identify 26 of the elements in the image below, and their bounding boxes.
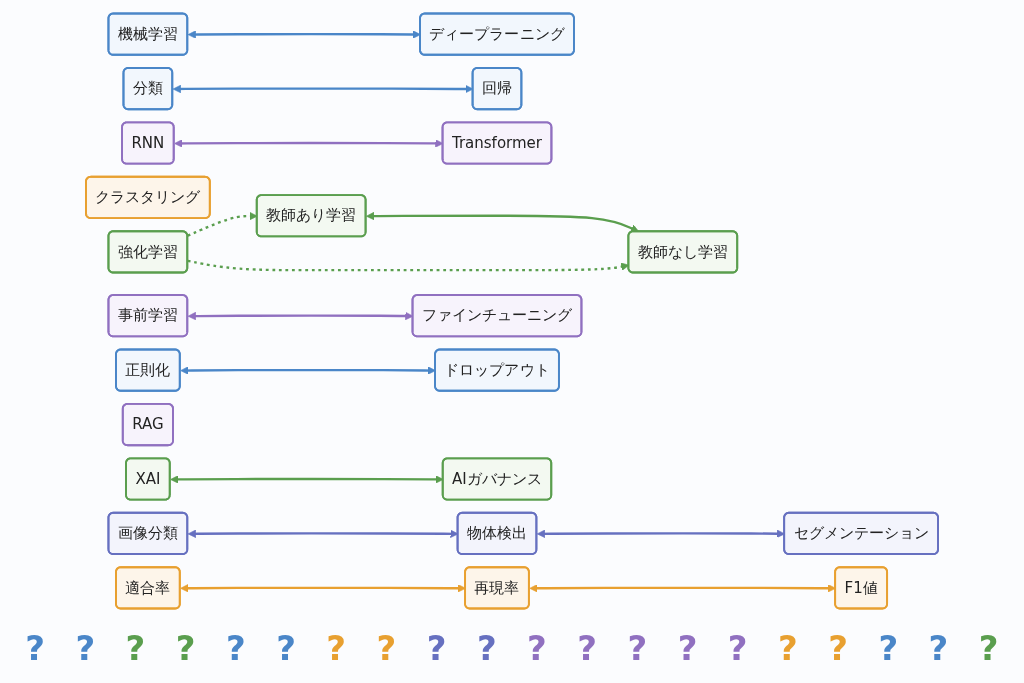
- question-mark: ?: [125, 628, 146, 668]
- arrow: [529, 584, 836, 593]
- question-mark: ?: [376, 628, 397, 668]
- question-mark: ?: [175, 628, 196, 668]
- question-mark: ?: [778, 628, 798, 668]
- arrow: [180, 366, 436, 375]
- question-mark: ?: [928, 628, 949, 668]
- question-mark: ?: [75, 628, 96, 668]
- question-mark: ?: [978, 628, 999, 668]
- question-mark: ?: [25, 628, 45, 668]
- question-mark: ?: [225, 628, 246, 668]
- question-mark: ?: [677, 628, 698, 668]
- arrow: [180, 584, 466, 593]
- question-mark: ?: [527, 628, 547, 668]
- arrow: [366, 211, 640, 233]
- arrow: [536, 529, 785, 538]
- question-mark: ?: [627, 628, 648, 668]
- arrow: [187, 30, 421, 39]
- question-mark: ?: [727, 628, 748, 668]
- question-mark: ?: [878, 628, 899, 668]
- question-mark: ?: [577, 628, 597, 668]
- question-mark: ?: [828, 628, 848, 668]
- question-mark: ?: [476, 628, 497, 668]
- question-mark: ?: [426, 628, 447, 668]
- question-mark: ?: [326, 628, 347, 668]
- question-mark: ?: [276, 628, 296, 668]
